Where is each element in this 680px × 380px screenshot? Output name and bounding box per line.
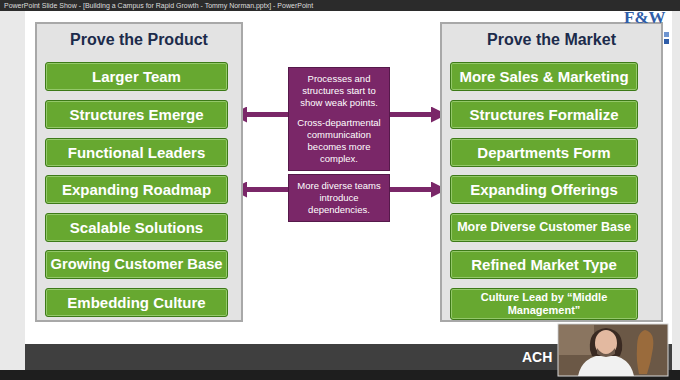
stage-box: More Sales & Marketing [450, 62, 638, 91]
callout-box: More diverse teams introduce dependencie… [288, 174, 390, 222]
box-label: Embedding Culture [67, 294, 205, 311]
stage-box: Larger Team [45, 62, 228, 91]
webcam-frame [558, 324, 668, 376]
box-label: Larger Team [92, 68, 181, 85]
column-heading: Prove the Product [37, 29, 241, 51]
footer-text: ACH [522, 349, 552, 365]
box-label: Structures Emerge [69, 106, 203, 123]
logo-text: F&W [624, 8, 666, 28]
callout-text: Processes and structures start to show w… [293, 73, 385, 109]
box-label: Growing Customer Base [50, 256, 222, 273]
stage-box: Refined Market Type [450, 250, 638, 279]
stage-box: Culture Lead by “Middle Management” [450, 288, 638, 320]
webcam-wall [559, 325, 594, 355]
callout-box: Processes and structures start to show w… [288, 67, 390, 171]
box-label: Expanding Roadmap [62, 181, 211, 198]
column-panel: Prove the ProductLarger TeamStructures E… [35, 22, 243, 322]
stage-box: Structures Formalize [450, 100, 638, 129]
box-label: Culture Lead by “Middle Management” [455, 291, 633, 316]
slide-background [25, 11, 672, 344]
person-hair [590, 328, 622, 356]
column-panel: Prove the MarketMore Sales & MarketingSt… [440, 22, 663, 322]
stage-box: Structures Emerge [45, 100, 228, 129]
stage-box: Embedding Culture [45, 288, 228, 317]
stage-box: Departments Form [450, 138, 638, 167]
column-heading: Prove the Market [442, 29, 661, 51]
stage-box: More Diverse Customer Base [450, 213, 638, 242]
callout-text: More diverse teams introduce dependencie… [293, 180, 385, 216]
box-label: More Diverse Customer Base [457, 220, 631, 234]
window-title-bar [0, 0, 680, 11]
window-title: PowerPoint Slide Show - [Building a Camp… [4, 1, 313, 10]
box-label: Refined Market Type [471, 256, 617, 273]
callout-text: Cross-departmental communication becomes… [293, 117, 385, 165]
stage-box: Scalable Solutions [45, 213, 228, 242]
stage-box: Expanding Roadmap [45, 175, 228, 204]
guitar-figure [637, 330, 654, 374]
stage-box: Functional Leaders [45, 138, 228, 167]
person-face [595, 330, 617, 356]
webcam-overlay [558, 324, 668, 376]
box-label: Expanding Offerings [470, 181, 618, 198]
logo-square [664, 39, 669, 44]
box-label: Scalable Solutions [70, 219, 203, 236]
person-beard [597, 348, 615, 357]
logo-square [664, 32, 669, 37]
box-label: More Sales & Marketing [459, 68, 628, 85]
box-label: Functional Leaders [68, 144, 206, 161]
person-shirt [578, 354, 634, 376]
box-label: Departments Form [477, 144, 610, 161]
stage-box: Expanding Offerings [450, 175, 638, 204]
stage-box: Growing Customer Base [45, 250, 228, 279]
box-label: Structures Formalize [469, 106, 618, 123]
